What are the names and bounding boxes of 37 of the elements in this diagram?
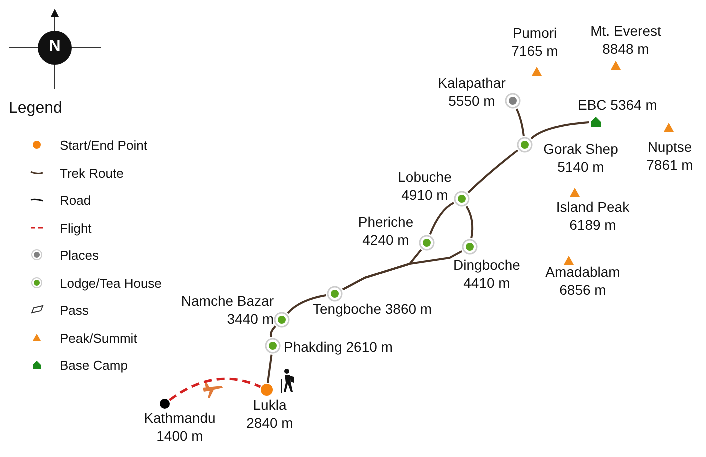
place-label: Pumori 7165 m xyxy=(510,24,560,60)
trek-route-line xyxy=(516,108,525,136)
place-label: Gorak Shep 5140 m xyxy=(542,140,620,176)
legend-label: Places xyxy=(60,247,100,265)
place-label: Mt. Everest 8848 m xyxy=(590,22,662,58)
legend-label: Peak/Summit xyxy=(60,330,138,348)
place-label: Amadablam 6856 m xyxy=(544,263,622,299)
place-label: Kalapathar 5550 m xyxy=(437,74,507,110)
place-label: Island Peak 6189 m xyxy=(555,198,631,234)
trek-route-line xyxy=(287,294,326,314)
trek-route-line xyxy=(468,150,518,194)
trek-route-line xyxy=(530,122,590,140)
place-label: EBC 5364 m xyxy=(578,96,658,114)
trek-route-line xyxy=(266,354,273,384)
legend-label: Road xyxy=(60,192,92,210)
place-label: Tengboche 3860 m xyxy=(313,300,434,318)
legend-heading: Legend xyxy=(9,100,62,118)
legend-label: Flight xyxy=(60,220,92,238)
place-label: Lukla 2840 m xyxy=(246,396,294,432)
place-label: Kathmandu 1400 m xyxy=(143,409,217,445)
legend-label: Trek Route xyxy=(60,164,124,182)
legend-label: Pass xyxy=(60,302,89,320)
trek-route-line xyxy=(466,206,474,238)
place-label: Dingboche 4410 m xyxy=(452,256,522,292)
place-label: Pheriche 4240 m xyxy=(357,213,415,249)
flight-path xyxy=(169,378,262,402)
place-label: Phakding 2610 m xyxy=(284,338,394,356)
legend-label: Base Camp xyxy=(60,357,128,375)
trek-route-line xyxy=(270,326,276,338)
legend-label: Start/End Point xyxy=(60,137,148,155)
compass-letter: N xyxy=(48,38,62,56)
legend-label: Lodge/Tea House xyxy=(60,274,162,292)
place-label: Nuptse 7861 m xyxy=(646,138,694,174)
trek-route-line xyxy=(342,250,463,291)
place-label: Namche Bazar 3440 m xyxy=(180,292,274,328)
place-label: Lobuche 4910 m xyxy=(397,168,453,204)
trek-route-line xyxy=(429,202,454,235)
